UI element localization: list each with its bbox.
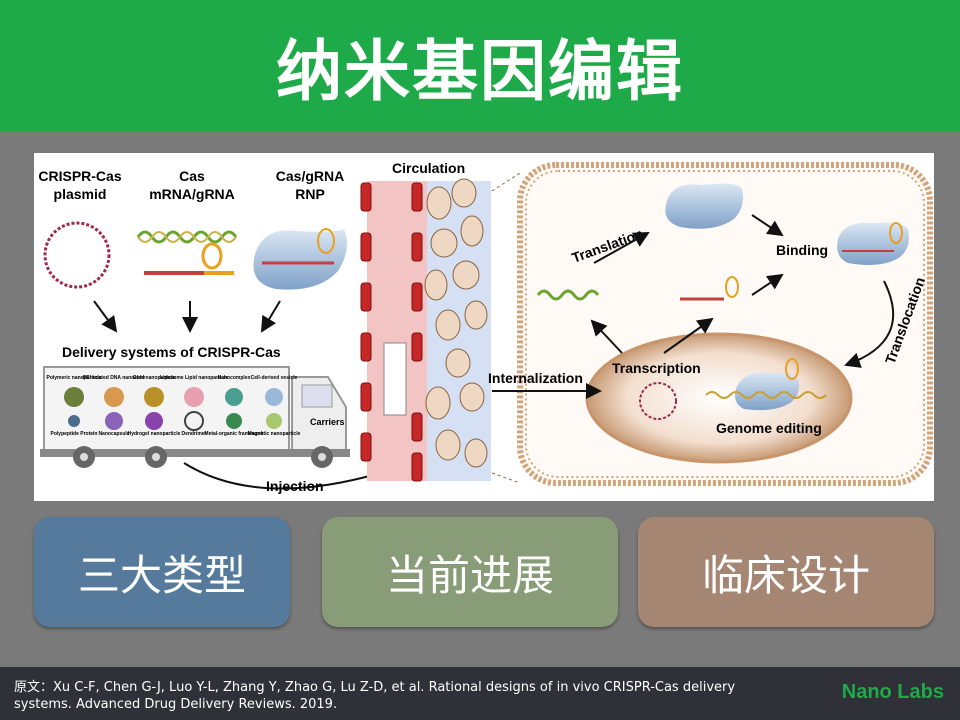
np-label-top-2: Gold nanoparticle [133,375,176,381]
nucleus [585,332,853,464]
circulation-label: Circulation [392,160,465,176]
internalization-label: Internalization [488,370,583,386]
cargo-label-mrna-2: mRNA/gRNA [149,186,235,202]
np-label-top-3: Liposome Lipid nanoparticle [160,375,228,381]
np-label-bottom-1: Nanocapsule [98,431,129,437]
footer: 原文：Xu C-F, Chen G-J, Luo Y-L, Zhang Y, Z… [0,667,960,720]
types-button[interactable]: 三大类型 [34,517,290,627]
cargo-label-mrna-1: Cas [179,168,205,184]
np-gold: Gold nanoparticle Hydrogel nanoparticle [128,375,181,437]
clinical-design-button-label: 临床设计 [701,550,870,600]
cargo-label-plasmid-2: plasmid [54,186,107,202]
cytoplasm-mrna-icon [536,289,600,301]
crispr-delivery-figure: CRISPR-Cas plasmid Cas mRNA/gRNA Cas/gRN… [34,153,934,501]
brand-logo: Nano Labs [841,681,944,703]
complex-rnp-icon [837,222,909,265]
genome-editing-label: Genome editing [716,420,822,436]
transcription-label: Transcription [612,360,701,376]
cytoplasm-grna-icon [680,276,739,301]
np-pei-nanoclew: PEI-coated DNA nanoclew Nanocapsule [83,375,145,437]
title-banner: 纳米基因编辑 [0,0,960,132]
binding-label: Binding [776,242,828,258]
np-label-bottom-5: Magnetic nanoparticle [248,431,301,437]
grna-icon [144,242,234,275]
np-label-bottom-4: Metal-organic framework [204,431,263,437]
rnp-icon [253,228,347,290]
np-label-bottom-0: Polypeptide Protein [51,431,98,437]
types-button-label: 三大类型 [77,550,246,600]
plasmid-icon [43,221,111,289]
delivery-title: Delivery systems of CRISPR-Cas [62,344,281,360]
blood-vessel [360,178,491,482]
cas-protein-icon [665,183,743,229]
cargo-label-rnp-2: RNP [295,186,325,202]
clinical-design-button[interactable]: 临床设计 [638,517,934,627]
np-label-bottom-3: Dendrimer [181,431,206,437]
carriers-label: Carriers [310,417,345,427]
np-label-top-5: Cell-derived vesicle [251,375,298,381]
progress-button-label: 当前进展 [385,550,554,600]
np-label-top-0: Polymeric nanoparticle [46,375,101,381]
page-title: 纳米基因编辑 [276,33,684,110]
np-nanocomplex: Nanocomplex Metal-organic framework [204,375,263,437]
citation-text: 原文：Xu C-F, Chen G-J, Luo Y-L, Zhang Y, Z… [14,680,736,712]
genome-editing-icon [705,358,827,411]
np-label-top-1: PEI-coated DNA nanoclew [83,375,145,381]
injection-label: Injection [266,478,324,494]
np-label-bottom-2: Hydrogel nanoparticle [128,431,181,437]
truck-illustration [40,366,350,468]
np-polymeric: Polymeric nanoparticle Polypeptide Prote… [46,375,101,437]
cargo-label-rnp-1: Cas/gRNA [276,168,344,184]
np-label-top-4: Nanocomplex [218,375,251,381]
mrna-icon [136,230,238,244]
translocation-arrow [844,280,895,368]
np-liposome: Liposome Lipid nanoparticle Dendrimer [160,375,228,437]
cargo-label-plasmid-1: CRISPR-Cas [38,168,121,184]
np-vesicle: Cell-derived vesicle Magnetic nanopartic… [248,375,301,437]
progress-button[interactable]: 当前进展 [322,517,618,627]
